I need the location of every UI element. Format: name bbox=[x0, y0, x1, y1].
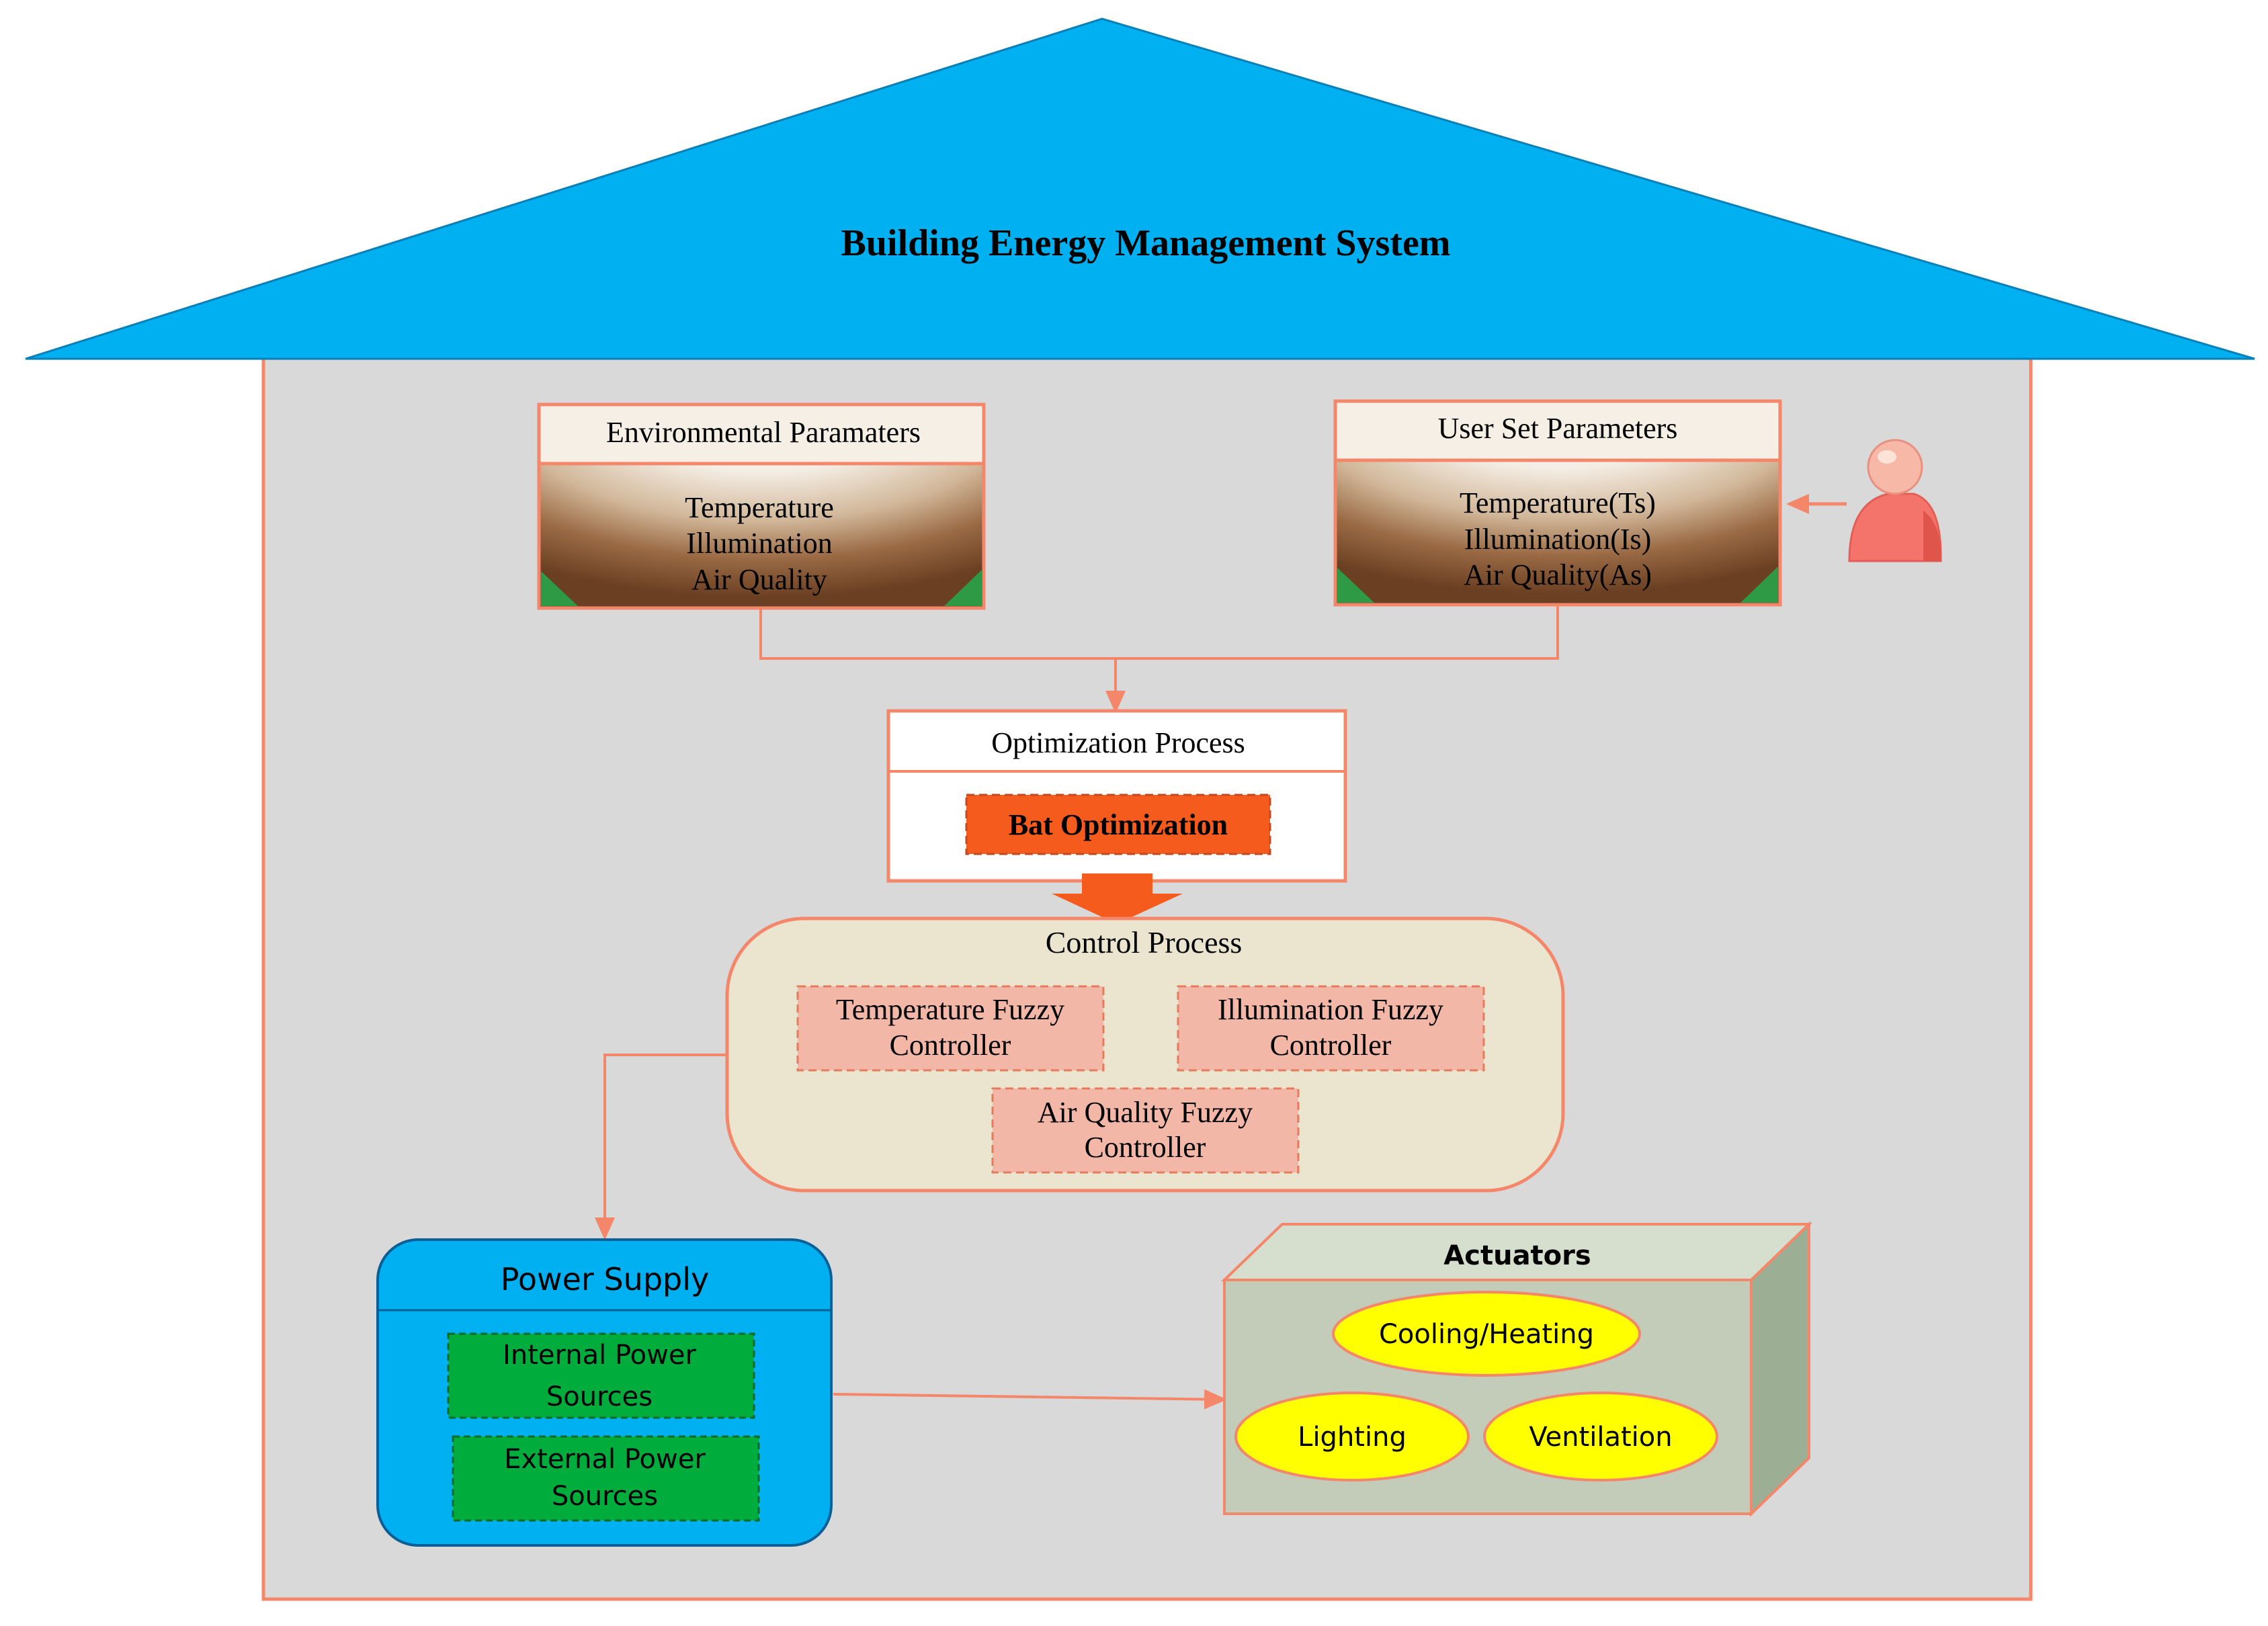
external-power-line1: External Power bbox=[504, 1444, 706, 1475]
internal-power-line1: Internal Power bbox=[503, 1340, 696, 1371]
env-connector bbox=[759, 609, 1116, 660]
actuators-box: Actuators Cooling/Heating Lighting Venti… bbox=[1221, 1221, 1812, 1517]
user-set-parameters-box: User Set Parameters Temperature(Ts) Illu… bbox=[1333, 399, 1782, 607]
actuators-header: Actuators bbox=[1443, 1240, 1591, 1271]
optimization-to-control-arrow bbox=[1052, 873, 1183, 924]
ventilation-actuator bbox=[1483, 1392, 1718, 1482]
control-to-power-connector bbox=[595, 1054, 727, 1240]
user-set-line-temperature: Temperature(Ts) bbox=[1460, 486, 1656, 519]
roof bbox=[25, 17, 2255, 360]
external-power-sources bbox=[452, 1435, 760, 1522]
illumination-controller-line1: Illumination Fuzzy bbox=[1218, 993, 1443, 1026]
lighting-label: Lighting bbox=[1298, 1422, 1406, 1453]
control-process-box: Control Process Temperature Fuzzy Contro… bbox=[725, 916, 1565, 1193]
environmental-line-temperature: Temperature bbox=[685, 491, 834, 524]
environmental-line-air-quality: Air Quality bbox=[691, 563, 827, 596]
user-icon bbox=[1848, 439, 1942, 562]
external-power-line2: Sources bbox=[552, 1481, 658, 1512]
air-quality-controller-line2: Controller bbox=[1085, 1131, 1206, 1164]
cooling-heating-actuator bbox=[1332, 1291, 1641, 1377]
environmental-header: Environmental Paramaters bbox=[606, 416, 921, 449]
power-supply-header: Power Supply bbox=[501, 1261, 709, 1297]
temperature-controller-line1: Temperature Fuzzy bbox=[836, 993, 1064, 1026]
page-title: Building Energy Management System bbox=[841, 222, 1451, 264]
optimization-process-box: Optimization Process Bat Optimization bbox=[886, 709, 1347, 883]
temperature-controller-line2: Controller bbox=[890, 1029, 1011, 1062]
bat-optimization-label: Bat Optimization bbox=[1009, 808, 1228, 841]
internal-power-line2: Sources bbox=[546, 1381, 653, 1412]
power-to-actuators-arrow bbox=[833, 1389, 1227, 1410]
user-connector bbox=[1116, 606, 1559, 660]
environmental-line-illumination: Illumination bbox=[686, 527, 833, 560]
internal-power-sources bbox=[447, 1332, 755, 1419]
user-set-line-air-quality: Air Quality(As) bbox=[1464, 558, 1652, 591]
lighting-actuator bbox=[1234, 1392, 1470, 1482]
illumination-fuzzy-controller bbox=[1177, 985, 1485, 1072]
power-supply-box: Power Supply Internal Power Sources Exte… bbox=[376, 1238, 833, 1547]
cooling-heating-label: Cooling/Heating bbox=[1379, 1319, 1594, 1350]
user-set-header: User Set Parameters bbox=[1438, 412, 1678, 445]
ventilation-label: Ventilation bbox=[1529, 1422, 1672, 1453]
air-quality-fuzzy-controller bbox=[991, 1087, 1300, 1174]
optimization-header: Optimization Process bbox=[991, 726, 1245, 759]
bat-optimization-box bbox=[965, 794, 1271, 855]
control-header: Control Process bbox=[1046, 925, 1243, 959]
air-quality-controller-line1: Air Quality Fuzzy bbox=[1038, 1096, 1253, 1129]
environmental-parameters-box: Environmental Paramaters Temperature Ill… bbox=[537, 402, 986, 610]
temperature-fuzzy-controller bbox=[796, 985, 1105, 1072]
illumination-controller-line2: Controller bbox=[1270, 1029, 1392, 1062]
user-set-line-illumination: Illumination(Is) bbox=[1464, 523, 1652, 556]
